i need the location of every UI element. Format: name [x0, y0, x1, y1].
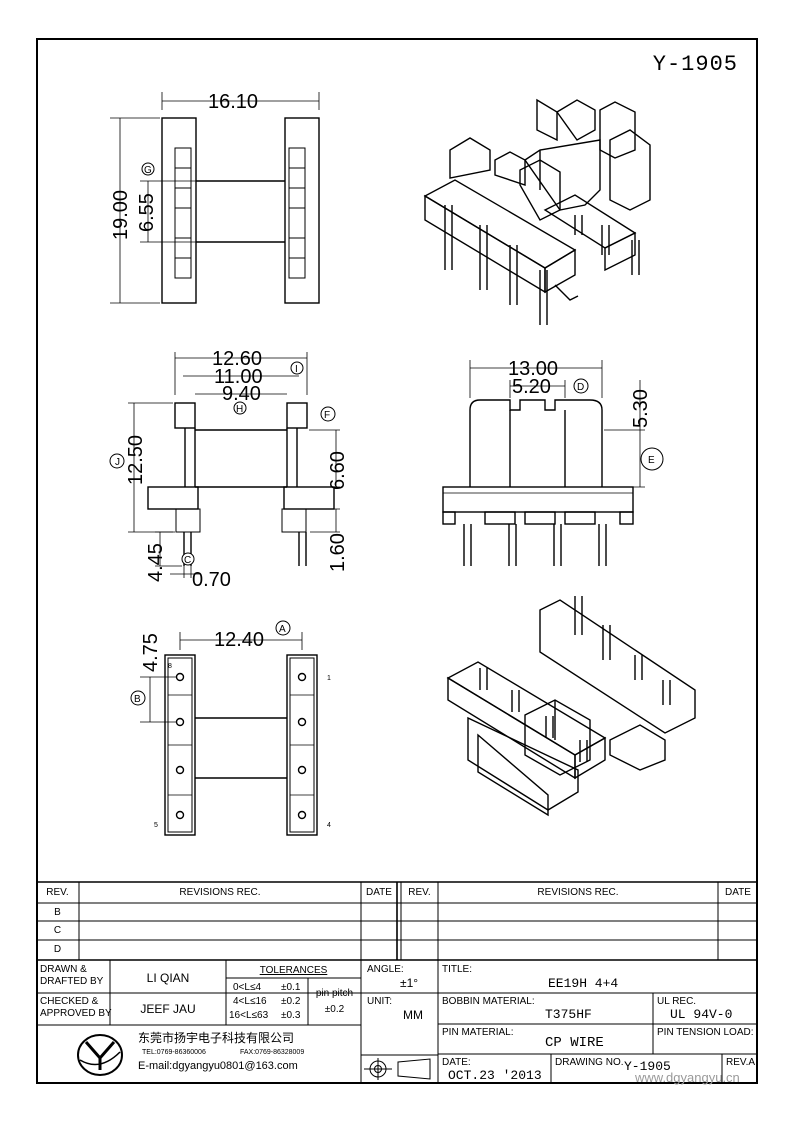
drawing-no-label: DRAWING NO.	[555, 1057, 624, 1068]
callout-f: F	[320, 406, 336, 422]
title-block-grid	[36, 960, 758, 1084]
dim-top-width: 16.10	[208, 91, 258, 113]
dim-front-base: 1.60	[327, 533, 349, 572]
company-email: E-mail:dgyangyu0801@163.com	[138, 1060, 298, 1072]
svg-text:I: I	[295, 364, 298, 375]
rev-header-right: REV.	[408, 887, 431, 898]
dim-front-w2: 11.00	[214, 366, 263, 388]
side-view	[442, 360, 645, 566]
tol-value-1: ±0.1	[281, 982, 301, 993]
tol-value-2: ±0.2	[281, 996, 301, 1007]
svg-text:B: B	[134, 694, 141, 705]
title-label: TITLE:	[442, 964, 473, 975]
callout-b: B	[130, 690, 146, 706]
checked-label: CHECKED & APPROVED BY	[40, 996, 112, 1019]
pin-pitch-label: pin pitch	[315, 988, 354, 999]
dim-bottom-width: 12.40	[214, 629, 264, 651]
isometric-view-top	[423, 98, 651, 325]
ul-rec-label: UL REC.	[657, 996, 697, 1007]
revisions-header-left: REVISIONS REC.	[179, 887, 261, 898]
pin-number-5: 5	[154, 822, 158, 829]
isometric-view-bottom	[446, 596, 696, 817]
checked-by: JEEF JAU	[140, 1002, 196, 1016]
angle-value: ±1°	[400, 976, 419, 990]
dim-top-height: 19.00	[110, 190, 132, 240]
company-tel: TEL:0769-86360006	[142, 1049, 206, 1056]
date-header-left: DATE	[366, 887, 392, 898]
dim-front-w1: 12.60	[212, 348, 262, 370]
svg-text:F: F	[324, 410, 330, 421]
dim-front-pin-dia: 0.70	[192, 569, 231, 591]
tol-range-2: 4<L≤16	[233, 996, 267, 1007]
drawing-number-header: Y-1905	[652, 52, 738, 77]
callout-j: J	[109, 453, 125, 469]
rev-row-c: C	[53, 925, 62, 936]
svg-text:A: A	[279, 624, 286, 635]
dim-front-h1: 12.50	[125, 435, 147, 485]
callout-d: D	[573, 378, 589, 394]
bobbin-material-label: BOBBIN MATERIAL:	[442, 996, 535, 1007]
front-view	[128, 352, 340, 578]
svg-text:J: J	[115, 457, 120, 468]
pin-tension-label: PIN TENSION LOAD:	[657, 1027, 754, 1038]
tol-value-3: ±0.3	[281, 1010, 301, 1021]
dim-front-h2: 6.60	[327, 451, 349, 490]
callout-i: I	[290, 361, 304, 375]
dim-side-w2: 5.20	[512, 376, 551, 398]
tol-range-3: 16<L≤63	[229, 1010, 269, 1021]
date-value: OCT.23 '2013	[448, 1068, 542, 1083]
callout-h: H	[233, 401, 247, 415]
company-fax: FAX:0769-86328009	[240, 1049, 305, 1056]
bobbin-material-value: T375HF	[545, 1007, 592, 1022]
tolerances-title: TOLERANCES	[259, 965, 328, 976]
svg-text:C: C	[184, 555, 191, 566]
rev-header-left: REV.	[46, 887, 69, 898]
pin-number-4: 4	[327, 822, 331, 829]
callout-g: G	[141, 162, 155, 176]
angle-label: ANGLE:	[367, 964, 404, 975]
pin-number-1: 1	[327, 675, 331, 682]
callout-e: E	[640, 447, 664, 471]
dim-front-w3: 9.40	[222, 383, 261, 405]
company-name: 东莞市扬宇电子科技有限公司	[138, 1031, 295, 1045]
svg-text:D: D	[577, 382, 584, 393]
callout-c: C	[181, 552, 195, 566]
svg-text:G: G	[144, 165, 152, 176]
revisions-header-right: REVISIONS REC.	[537, 887, 619, 898]
revision-table-grid	[36, 881, 758, 961]
drawing-sheet: Y-1905	[36, 38, 758, 1084]
drawing-no-value: Y-1905	[624, 1059, 671, 1074]
ul-rec-value: UL 94V-0	[670, 1007, 733, 1022]
unit-label: UNIT:	[367, 996, 392, 1007]
callout-a: A	[275, 620, 291, 636]
dim-top-pitch: 6.55	[136, 193, 158, 232]
pin-material-value: CP WIRE	[545, 1035, 604, 1051]
tol-range-1: 0<L≤4	[233, 982, 262, 993]
drawn-by: LI QIAN	[146, 971, 190, 985]
pin-number-8: 8	[168, 663, 172, 670]
date-header-right: DATE	[725, 887, 751, 898]
unit-value: MM	[403, 1008, 423, 1022]
pin-material-label: PIN MATERIAL:	[442, 1027, 514, 1038]
dim-bottom-pitch: 4.75	[140, 633, 162, 672]
bottom-view	[140, 632, 318, 836]
rev-row-d: D	[53, 944, 62, 955]
watermark: www.dgyangyu.cn	[635, 1070, 740, 1085]
svg-text:E: E	[648, 455, 655, 466]
pin-pitch-tol: ±0.2	[324, 1004, 345, 1015]
title-value: EE19H 4+4	[548, 976, 619, 991]
dim-side-w1: 13.00	[508, 358, 558, 380]
rev-row-b: B	[54, 907, 61, 918]
drawn-label: DRAWN & DRAFTED BY	[40, 964, 104, 987]
svg-text:H: H	[236, 404, 243, 415]
revision-label: REV.A	[726, 1057, 756, 1068]
top-view	[110, 92, 320, 304]
date-label: DATE:	[442, 1057, 471, 1068]
dim-front-pin-length: 4.45	[145, 543, 167, 582]
dim-side-h: 5.30	[630, 389, 652, 428]
company-logo	[77, 1034, 123, 1076]
